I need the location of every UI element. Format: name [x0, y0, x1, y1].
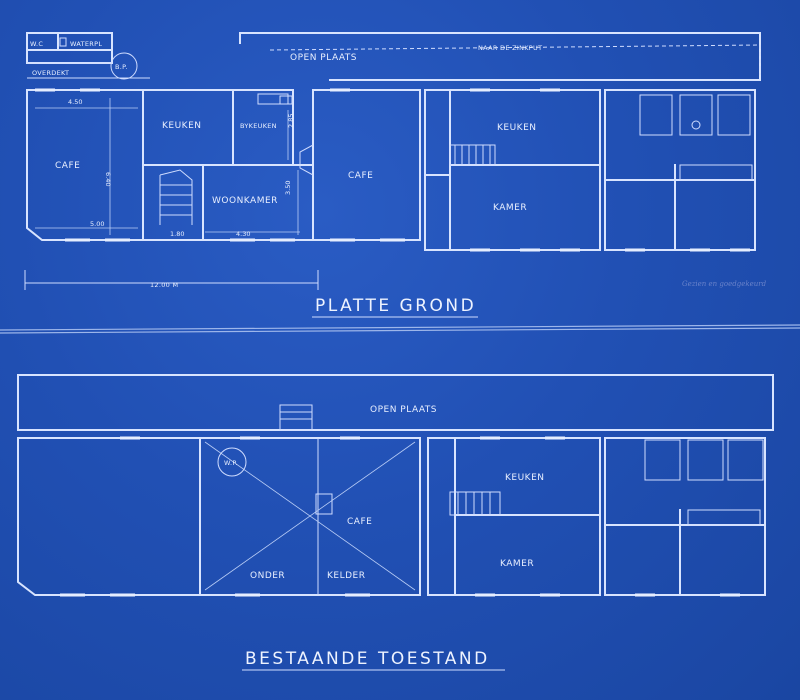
label-keuken-bottom: KEUKEN: [505, 473, 545, 483]
label-cafe-bottom: CAFE: [347, 517, 372, 527]
plan-bestaande-toestand: [17, 374, 774, 597]
fold-line: [0, 327, 800, 334]
label-keuken-left: KEUKEN: [162, 121, 202, 131]
house-far-right-bottom: [604, 437, 766, 596]
bay-window: [299, 144, 314, 176]
yard-outline: [239, 32, 761, 81]
label-naar-zinkput: NAAR DE ZINKPUT: [478, 44, 542, 52]
room-cafe-left: [26, 89, 144, 241]
cesspit-circle: [110, 52, 138, 80]
house-far-right: [604, 89, 756, 251]
label-bp: B.P.: [115, 63, 128, 71]
stair-right: [449, 144, 496, 166]
title-bestaande-toestand: BESTAANDE TOESTAND: [245, 649, 490, 669]
label-woonkamer: WOONKAMER: [212, 196, 278, 206]
pump-box: [279, 404, 313, 431]
label-onder: ONDER: [250, 571, 285, 581]
label-cafe-left: CAFE: [55, 161, 80, 171]
room-cafe-mid: [312, 89, 421, 241]
windows: [35, 88, 750, 252]
label-cafe-mid: CAFE: [348, 171, 373, 181]
dim-woonkamer-depth: 3.50: [284, 181, 292, 195]
dim-overall: 12.00 M: [150, 281, 178, 289]
dim-cafe-depth: 6.40: [104, 172, 112, 186]
plan-platte-grond: [24, 32, 761, 290]
label-bykeuken: BYKEUKEN: [240, 122, 277, 130]
label-keuken-right: KEUKEN: [497, 123, 537, 133]
label-wp: W.P.: [224, 459, 238, 467]
wc-block: [26, 32, 113, 64]
dim-cafe-width: 4.50: [68, 98, 82, 106]
windows-bottom: [60, 436, 740, 597]
well-circle: [217, 447, 247, 477]
drain-line: [269, 44, 761, 75]
label-kelder: KELDER: [327, 571, 365, 581]
label-open-plaats-top: OPEN PLAATS: [290, 53, 357, 63]
house-right-bottom: [427, 437, 601, 596]
house-right: [424, 89, 601, 251]
yard-bottom: [17, 374, 774, 431]
stamp-annotation: Gezien en goedgekeurd: [682, 280, 767, 288]
label-kamer-top: KAMER: [493, 203, 527, 213]
dim-stair-width: 1.80: [170, 230, 184, 238]
label-waterpl: WATERPL: [70, 40, 102, 48]
room-kelder: [199, 437, 421, 596]
dim-bykeuken-depth: 2.85: [287, 114, 295, 128]
dim-woonkamer-width: 4.30: [236, 230, 250, 238]
stair-hall: [142, 164, 204, 241]
fold-line: [0, 324, 800, 331]
label-overdekt: OVERDEKT: [32, 69, 69, 77]
title-platte-grond: PLATTE GROND: [315, 296, 476, 316]
label-open-plaats-bottom: OPEN PLAATS: [370, 405, 437, 415]
label-wc: W.C: [30, 40, 43, 48]
label-kamer-bottom: KAMER: [500, 559, 534, 569]
room-left-bottom: [17, 437, 201, 596]
dim-cafe-bottom: 5.00: [90, 220, 104, 228]
stair: [159, 169, 193, 225]
